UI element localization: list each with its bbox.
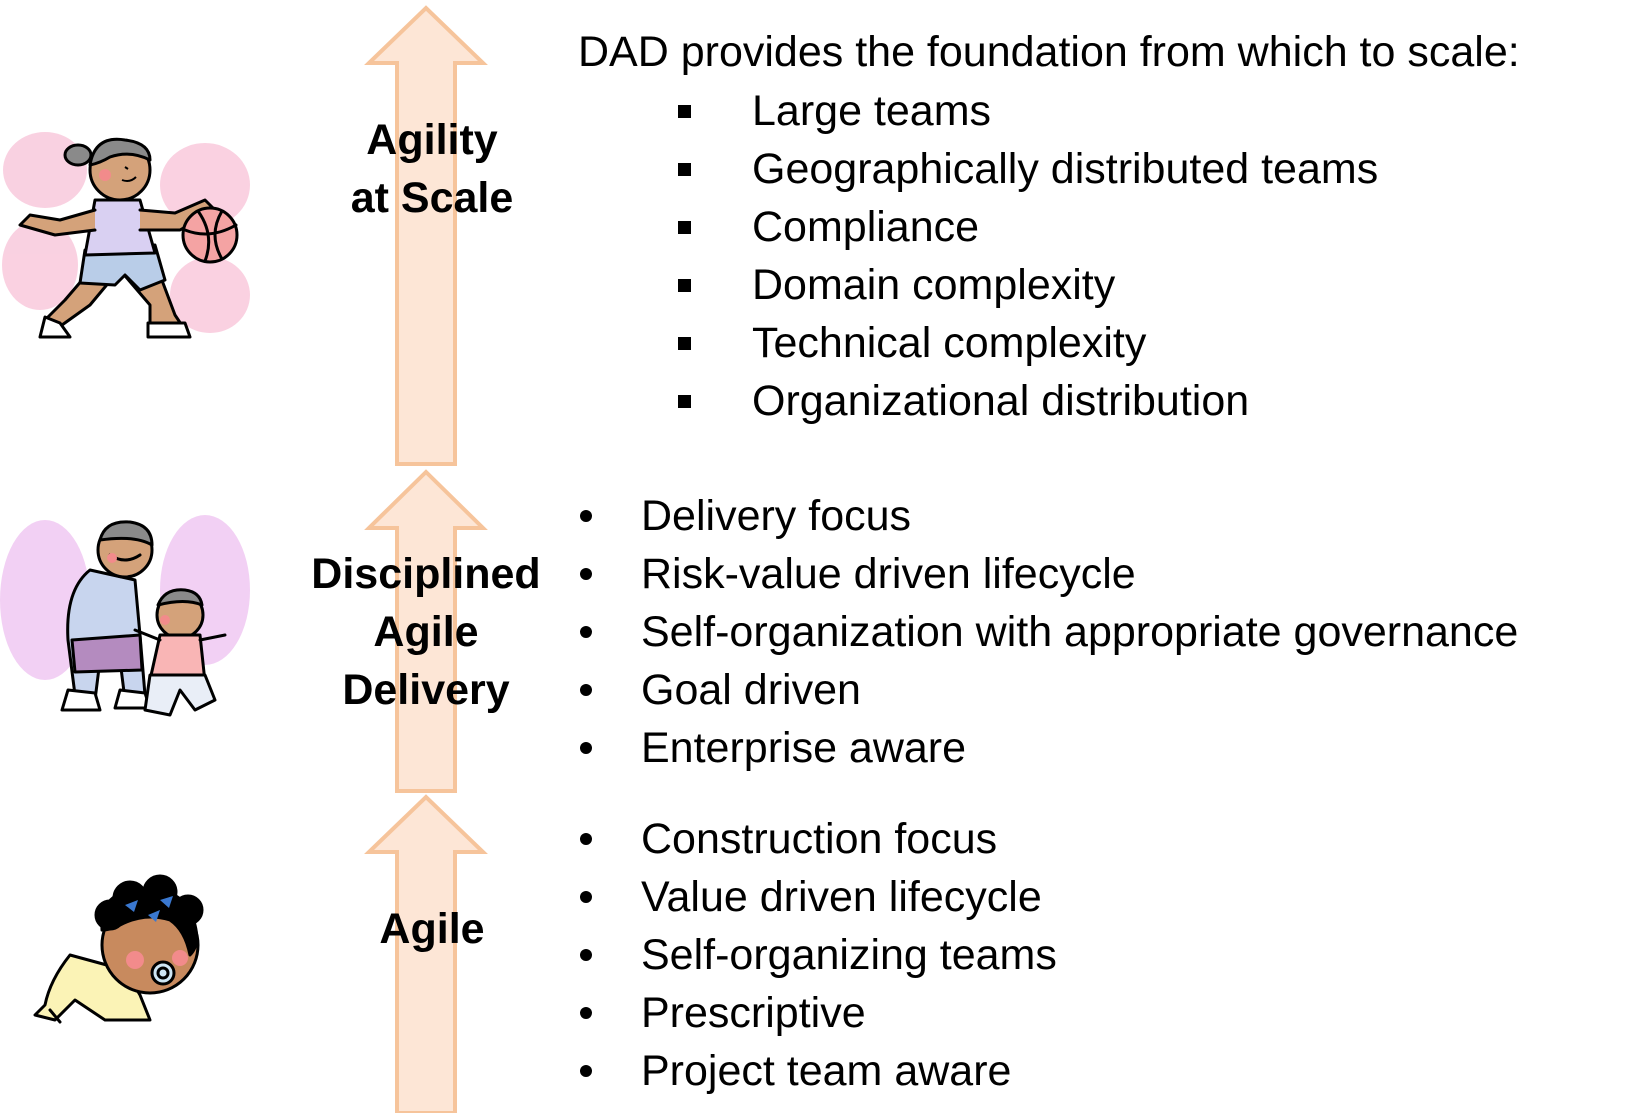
list-item: Enterprise aware [575,719,1518,777]
list-item: Value driven lifecycle [575,868,1057,926]
stage-label-line: at Scale [350,174,514,222]
round-bullet-icon [580,1007,592,1019]
stage-label-line: Disciplined [311,550,541,598]
list-item-text: Organizational distribution [752,377,1250,425]
round-bullet-icon [580,684,592,696]
list-item: Goal driven [575,661,1518,719]
list-item: Domain complexity [678,256,1378,314]
basketball-child-icon [2,132,250,339]
list-item: Compliance [678,198,1378,256]
scale-intro-text: DAD provides the foundation from which t… [578,28,1520,76]
stage-label-line: Agility [366,116,498,164]
list-item-text: Domain complexity [752,261,1116,309]
stage-label-agile: Agile [322,900,542,958]
list-item: Technical complexity [678,314,1378,372]
list-item: Large teams [678,82,1378,140]
square-bullet-icon [678,105,691,118]
square-bullet-icon [678,337,691,350]
round-bullet-icon [580,949,592,961]
scale-factors-list: Large teams Geographically distributed t… [678,82,1378,430]
stage-label-agility-at-scale: Agility at Scale [322,111,542,227]
list-item-text: Large teams [752,87,992,135]
list-item-text: Self-organizing teams [641,931,1057,979]
list-item-text: Goal driven [641,666,861,714]
stage-label-line: Agile [373,608,479,656]
arrow-scale [364,5,488,466]
arrow-agile [364,794,488,1113]
round-bullet-icon [580,626,592,638]
square-bullet-icon [678,221,691,234]
arrow-dad [364,469,488,793]
stage-label-line: Agile [379,905,485,953]
list-item-text: Construction focus [641,815,998,863]
list-item-text: Delivery focus [641,492,912,540]
list-item-text: Self-organization with appropriate gover… [641,608,1519,656]
list-item-text: Compliance [752,203,980,251]
list-item-text: Enterprise aware [641,724,967,772]
dad-characteristics-list: Delivery focus Risk-value driven lifecyc… [575,487,1518,777]
round-bullet-icon [580,891,592,903]
list-item: Construction focus [575,810,1057,868]
round-bullet-icon [580,568,592,580]
list-item-text: Risk-value driven lifecycle [641,550,1136,598]
list-item: Organizational distribution [678,372,1378,430]
list-item: Risk-value driven lifecycle [575,545,1518,603]
list-item: Geographically distributed teams [678,140,1378,198]
list-item: Self-organizing teams [575,926,1057,984]
list-item-text: Geographically distributed teams [752,145,1379,193]
list-item-text: Prescriptive [641,989,866,1037]
square-bullet-icon [678,279,691,292]
stage-label-disciplined-agile-delivery: Disciplined Agile Delivery [291,545,561,719]
list-item: Prescriptive [575,984,1057,1042]
list-item: Delivery focus [575,487,1518,545]
list-item: Project team aware [575,1042,1057,1100]
adult-helping-toddler-icon [0,515,250,717]
list-item-text: Technical complexity [752,319,1147,367]
stage-label-line: Delivery [342,666,510,714]
round-bullet-icon [580,510,592,522]
agile-characteristics-list: Construction focus Value driven lifecycl… [575,810,1057,1100]
crawling-baby-icon [33,874,204,1024]
round-bullet-icon [580,833,592,845]
list-item-text: Value driven lifecycle [641,873,1042,921]
round-bullet-icon [580,1065,592,1077]
square-bullet-icon [678,395,691,408]
list-item: Self-organization with appropriate gover… [575,603,1518,661]
square-bullet-icon [678,163,691,176]
round-bullet-icon [580,742,592,754]
list-item-text: Project team aware [641,1047,1012,1095]
